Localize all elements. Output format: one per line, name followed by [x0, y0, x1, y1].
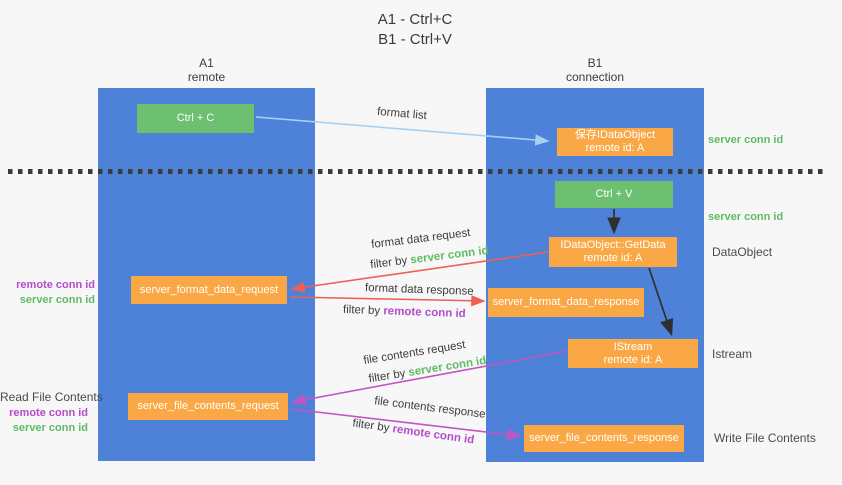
node-file-request-label: server_file_contents_request — [137, 400, 279, 412]
server-conn-id-text: server conn id — [409, 244, 490, 267]
diagram-title: A1 - Ctrl+C B1 - Ctrl+V — [0, 10, 830, 50]
node-getdata-line2: remote id: A — [583, 252, 643, 264]
label-format-list: format list — [376, 105, 428, 123]
arrow-format-data-response — [289, 295, 486, 307]
node-server-file-contents-response: server_file_contents_response — [524, 425, 684, 452]
label-file-contents-response: file contents response — [373, 395, 487, 421]
lifeline-a1-name: A1 — [199, 56, 214, 70]
filter-by-text: filter by — [367, 367, 407, 386]
lifeline-b1-subtitle: connection — [565, 70, 625, 84]
filter-by-text: filter by — [351, 417, 391, 435]
filter-by-text: filter by — [369, 254, 408, 272]
node-ctrl-v-label: Ctrl + V — [595, 188, 633, 200]
title-line-1: A1 - Ctrl+C — [377, 11, 453, 28]
annotation-write-file-contents: Write File Contents — [714, 431, 816, 445]
annotation-server-conn-id-mid: server conn id — [708, 211, 784, 223]
node-save-idataobject-line1: 保存IDataObject — [574, 129, 656, 141]
label-format-data-request: format data request — [370, 226, 472, 252]
node-format-response-label: server_format_data_response — [492, 296, 640, 308]
server-conn-id-label: server conn id — [19, 294, 95, 306]
annotation-istream: Istream — [712, 347, 753, 361]
annotation-conn-ids-file: remote conn id server conn id — [0, 406, 88, 436]
node-istream-line1: IStream — [613, 340, 653, 353]
phase-separator-dotted-line — [8, 169, 828, 174]
annotation-conn-ids-format: remote conn id server conn id — [0, 278, 95, 308]
node-server-format-data-request: server_format_data_request — [131, 276, 287, 304]
label-format-data-response: format data response — [364, 282, 474, 298]
remote-conn-id-label: remote conn id — [9, 407, 88, 419]
node-istream-line2: remote id: A — [603, 353, 663, 366]
lifeline-a1-header: A1 remote — [98, 56, 315, 84]
title-line-2: B1 - Ctrl+V — [378, 31, 452, 48]
node-server-format-data-response: server_format_data_response — [488, 288, 644, 317]
node-save-idataobject-line2: remote id: A — [585, 142, 645, 154]
node-istream: IStream remote id: A — [568, 339, 698, 368]
filter-by-text: filter by — [342, 303, 381, 318]
server-conn-id-text: server conn id — [407, 354, 488, 379]
node-format-request-label: server_format_data_request — [139, 283, 279, 296]
remote-conn-id-text: remote conn id — [383, 305, 466, 321]
node-file-response-label: server_file_contents_response — [529, 432, 679, 444]
lifeline-b1-header: B1 connection — [486, 56, 704, 84]
annotation-server-conn-id-top: server conn id — [708, 134, 784, 146]
node-save-idataobject: 保存IDataObject remote id: A — [557, 128, 673, 156]
annotation-read-file-contents: Read File Contents — [0, 390, 103, 404]
node-ctrl-v: Ctrl + V — [555, 181, 673, 208]
remote-conn-id-text: remote conn id — [391, 423, 475, 447]
node-ctrl-c: Ctrl + C — [137, 104, 254, 133]
node-ctrl-c-label: Ctrl + C — [176, 112, 215, 124]
server-conn-id-label: server conn id — [12, 422, 88, 434]
annotation-dataobject: DataObject — [712, 245, 773, 259]
node-idataobject-getdata: IDataObject::GetData remote id: A — [549, 237, 677, 267]
lifeline-b1-name: B1 — [587, 56, 603, 70]
remote-conn-id-label: remote conn id — [16, 279, 95, 291]
lifeline-a1-subtitle: remote — [187, 70, 226, 84]
node-getdata-line1: IDataObject::GetData — [560, 239, 666, 251]
node-server-file-contents-request: server_file_contents_request — [128, 393, 288, 420]
